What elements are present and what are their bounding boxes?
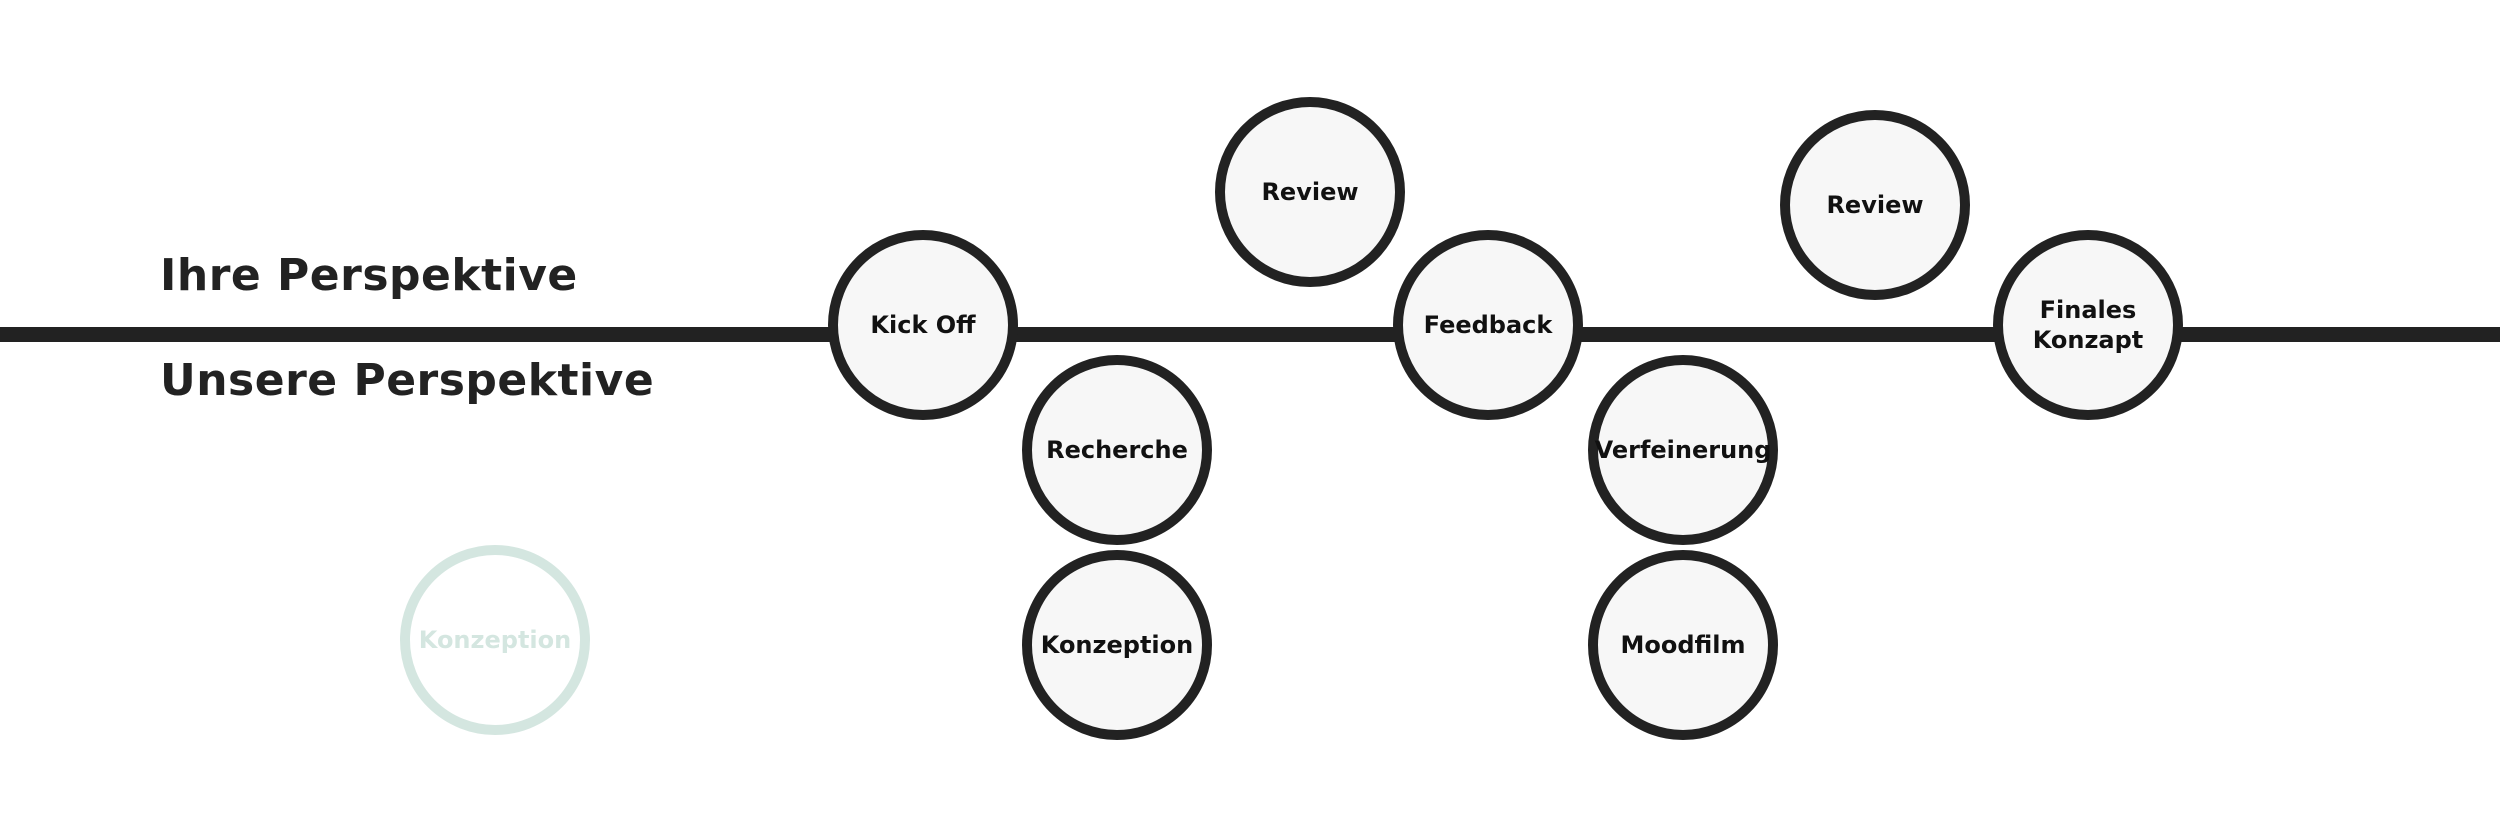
node-verfeinerung: Verfeinerung xyxy=(1588,355,1778,545)
node-label: Review xyxy=(1261,178,1359,206)
timeline-line xyxy=(0,327,2500,342)
node-label: Finales Konzapt xyxy=(2032,296,2144,354)
node-label: Recherche xyxy=(1046,436,1188,464)
node-konzeption: Konzeption xyxy=(1022,550,1212,740)
node-moodfilm: Moodfilm xyxy=(1588,550,1778,740)
node-label: Konzeption xyxy=(1040,631,1194,659)
node-review-first: Review xyxy=(1215,97,1405,287)
node-label: Kick Off xyxy=(870,311,976,339)
node-finales-konzept: Finales Konzapt xyxy=(1993,230,2183,420)
node-review-second: Review xyxy=(1780,110,1970,300)
node-label: Konzeption xyxy=(418,626,572,654)
node-kick-off: Kick Off xyxy=(828,230,1018,420)
node-feedback: Feedback xyxy=(1393,230,1583,420)
node-label: Moodfilm xyxy=(1620,631,1746,659)
node-label: Review xyxy=(1826,191,1924,219)
perspective-label-client: Ihre Perspektive xyxy=(160,250,578,301)
node-label: Feedback xyxy=(1423,311,1553,339)
node-label: Verfeinerung xyxy=(1594,436,1772,464)
perspective-label-agency: Unsere Perspektive xyxy=(160,355,655,406)
node-konzeption-ghost: Konzeption xyxy=(400,545,590,735)
node-recherche: Recherche xyxy=(1022,355,1212,545)
